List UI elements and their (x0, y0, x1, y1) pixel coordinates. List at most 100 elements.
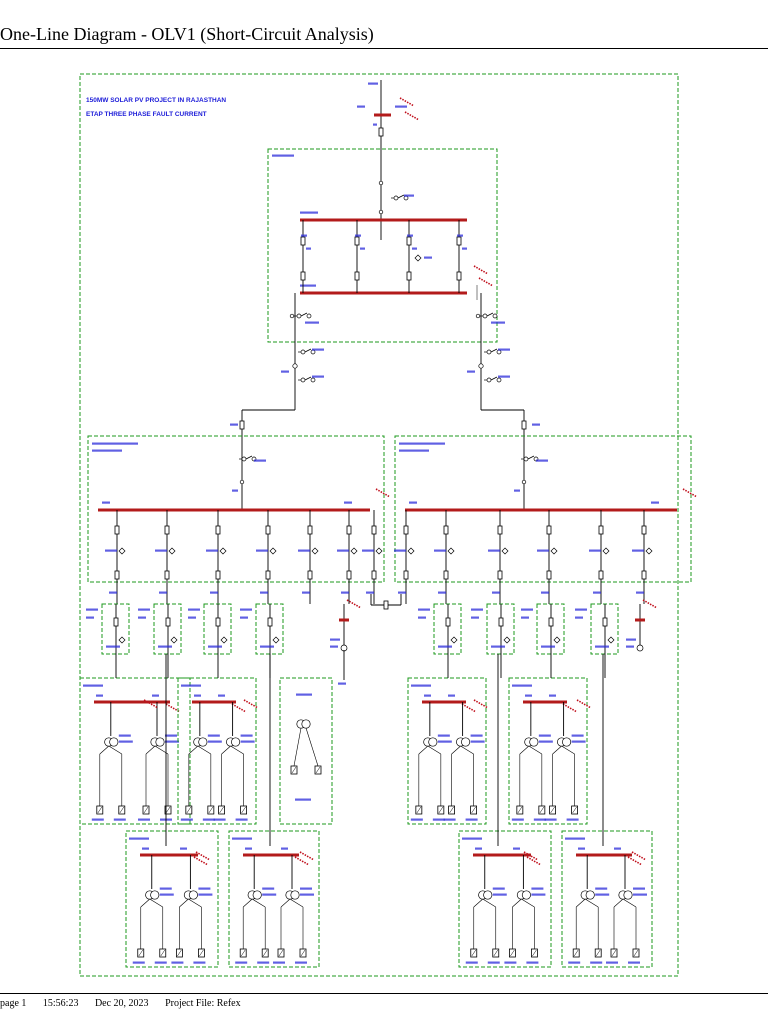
rmu-relay-icon (607, 636, 615, 644)
inverter-link-line (613, 898, 624, 908)
label-glyph (504, 961, 517, 964)
inverter-block-panel (407, 677, 487, 825)
inverter-link-line (188, 898, 202, 908)
rmu-breaker-icon (548, 617, 554, 627)
rmu-breaker-icon (113, 617, 119, 627)
footer-divider (0, 993, 768, 994)
label-glyph (305, 321, 319, 324)
switchyard-bay-breaker-icon (354, 236, 360, 246)
label-glyph (438, 645, 452, 648)
switchyard-bay-breaker-icon (300, 271, 306, 281)
inverter-link-line (179, 898, 189, 908)
inverter-symbol-line (160, 949, 165, 957)
inverter-block-panel (125, 830, 219, 968)
label-glyph (254, 459, 266, 462)
switchyard-bay-breaker-icon (354, 271, 360, 281)
block-transformer-icon (301, 719, 311, 729)
switchyard-fault-arrow (473, 265, 489, 275)
inverter-link-line (418, 745, 429, 755)
label-glyph (418, 608, 430, 611)
main-feeder-breaker-icon (497, 525, 503, 535)
inverter-symbol-line (177, 949, 182, 957)
footer-project-file: Project File: Refex (165, 998, 241, 1009)
block-transformer-icon (188, 890, 198, 900)
label-glyph (412, 247, 417, 250)
outer-boundary (79, 73, 679, 977)
block-transformer-icon (290, 890, 300, 900)
label-glyph (595, 887, 608, 890)
label-glyph (492, 887, 505, 890)
label-glyph (492, 893, 507, 896)
label-glyph (470, 734, 483, 737)
inverter-block-panel (177, 677, 257, 825)
label-glyph (538, 734, 551, 737)
label-glyph (198, 893, 213, 896)
rmu-breaker-icon (215, 617, 221, 627)
main-switchboard-panel (394, 435, 692, 583)
project-title: 150MW SOLAR PV PROJECT IN RAJASTHAN (86, 97, 226, 104)
label-glyph (202, 818, 215, 821)
label-glyph (632, 549, 644, 552)
label-glyph (355, 234, 361, 237)
block-transformer-icon (461, 737, 471, 747)
block-transformer-icon (150, 890, 160, 900)
label-glyph (578, 847, 585, 850)
inverter-drop-line (293, 727, 302, 767)
label-glyph (138, 616, 146, 619)
footer-bar: page 1 15:56:23 Dec 20, 2023 Project Fil… (0, 998, 255, 1009)
label-glyph (260, 645, 274, 648)
main-feeder-breaker-icon (641, 570, 647, 580)
switchyard-bay-breaker-icon (300, 236, 306, 246)
main-feeder-relay-icon (118, 547, 126, 555)
label-glyph (549, 694, 556, 697)
label-glyph (330, 638, 340, 641)
switch-contact-icon (482, 313, 488, 319)
label-glyph (538, 740, 553, 743)
inverter-symbol-line (291, 766, 297, 774)
label-glyph (424, 694, 431, 697)
inverter-symbol-line (471, 806, 476, 814)
label-glyph (193, 961, 206, 964)
label-glyph (207, 734, 220, 737)
block-transformer-icon (109, 737, 119, 747)
label-glyph (525, 694, 532, 697)
label-glyph (155, 549, 167, 552)
label-glyph (394, 549, 406, 552)
label-glyph (513, 847, 520, 850)
label-glyph (240, 740, 255, 743)
inverter-symbol-line (143, 806, 149, 814)
label-glyph (86, 608, 98, 611)
label-glyph (462, 247, 467, 250)
switch-blade-line (245, 455, 253, 460)
label-glyph (362, 549, 374, 552)
switchyard-bay-breaker-icon (456, 271, 462, 281)
block-transformer-icon (585, 890, 595, 900)
switch-blade-line (304, 348, 312, 353)
label-glyph (614, 847, 621, 850)
label-glyph (537, 549, 549, 552)
inverter-link-line (140, 898, 150, 908)
diagram-static-layer: 150MW SOLAR PV PROJECT IN RAJASTHAN ETAP… (79, 73, 679, 977)
main-feeder-breaker-icon (265, 570, 271, 580)
label-glyph (448, 694, 455, 697)
label-glyph (467, 370, 475, 373)
main-feeder-breaker-icon (546, 525, 552, 535)
main-feeder-breaker-icon (307, 525, 313, 535)
main-feeder-breaker-icon (164, 570, 170, 580)
inverter-block-label (565, 837, 585, 840)
label-glyph (102, 501, 110, 504)
label-glyph (300, 893, 314, 896)
main-feeder-relay-icon (375, 547, 383, 555)
inverter-link-line (252, 898, 266, 908)
inverter-link-line (519, 745, 530, 755)
main-feeder-relay-icon (311, 547, 319, 555)
label-glyph (132, 961, 145, 964)
label-glyph (651, 501, 659, 504)
inverter-block-fault-arrow (294, 856, 310, 866)
main-feeder-breaker-icon (598, 525, 604, 535)
label-glyph (571, 740, 586, 743)
label-glyph (113, 818, 126, 821)
switch-blade-line (397, 194, 405, 199)
main-feeder-breaker-icon (346, 570, 352, 580)
